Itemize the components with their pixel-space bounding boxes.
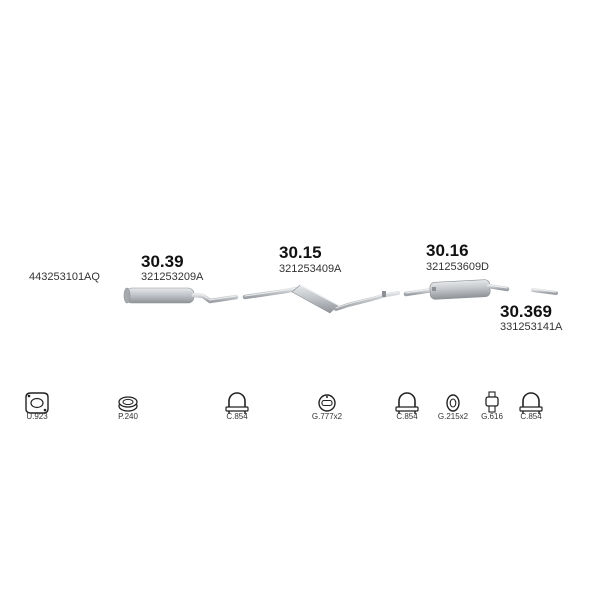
part-oem-code: 321253609D <box>426 261 490 273</box>
part-number: 30.369 <box>500 302 552 321</box>
u-bolt-clamp-icon[interactable] <box>519 392 543 414</box>
gasket-flange-icon[interactable] <box>25 392 49 414</box>
front-muffler-part[interactable] <box>123 287 239 304</box>
part-number: 30.39 <box>141 252 184 271</box>
part-oem-code: 321253409A <box>279 263 342 275</box>
accessory-label: C.854 <box>396 412 418 421</box>
accessory-label: P.240 <box>118 412 138 421</box>
rubber-ring-icon[interactable] <box>446 394 460 412</box>
u-bolt-clamp-icon[interactable] <box>395 392 419 414</box>
tail-pipe-part[interactable] <box>531 288 558 295</box>
centre-muffler-part[interactable] <box>242 284 400 314</box>
accessory-label: C.854 <box>520 412 542 421</box>
rubber-hanger-icon[interactable] <box>318 394 336 412</box>
rear-muffler-part[interactable] <box>403 279 510 300</box>
part-oem-code: 443253101AQ <box>29 271 100 283</box>
part-oem-code: 331253141A <box>500 321 563 333</box>
accessory-label: G.616 <box>481 412 503 421</box>
part-number: 30.16 <box>426 241 469 260</box>
part-oem-code: 321253209A <box>141 271 204 283</box>
u-bolt-clamp-icon[interactable] <box>225 392 249 414</box>
accessory-label: G.777x2 <box>311 412 343 421</box>
accessory-label: C.854 <box>226 412 248 421</box>
ring-gasket-icon[interactable] <box>118 396 138 412</box>
part-number: 30.15 <box>279 243 322 262</box>
rubber-mount-icon[interactable] <box>485 391 499 413</box>
accessory-label: U.923 <box>26 412 48 421</box>
accessory-label: G.215x2 <box>437 412 469 421</box>
